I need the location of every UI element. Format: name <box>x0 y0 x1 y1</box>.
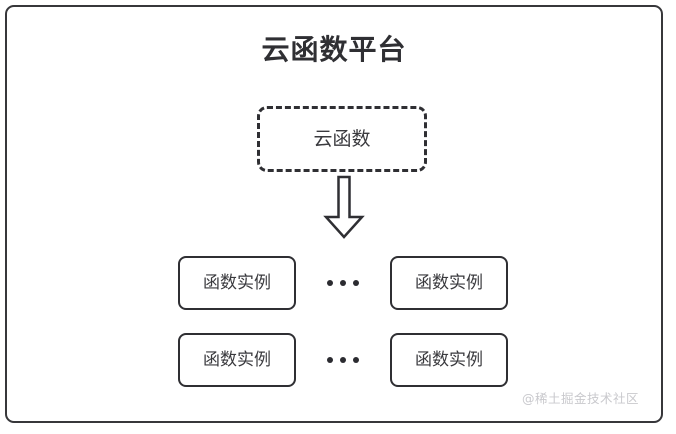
function-instance-label: 函数实例 <box>203 272 271 293</box>
page-title: 云函数平台 <box>261 33 407 66</box>
function-instance-label: 函数实例 <box>203 349 271 370</box>
ellipsis-dot <box>353 357 359 363</box>
ellipsis-icon: ••• <box>327 256 359 310</box>
instance-row: 函数实例 ••• 函数实例 <box>178 333 508 387</box>
cloud-function-label: 云函数 <box>313 127 371 150</box>
ellipsis-dot <box>340 280 346 286</box>
ellipsis-icon: ••• <box>327 333 359 387</box>
cloud-function-node[interactable]: 云函数 <box>257 106 427 172</box>
function-instance-label: 函数实例 <box>415 272 483 293</box>
down-arrow-icon <box>322 175 366 241</box>
cloud-function-platform-container: 云函数平台 云函数 函数实例 ••• 函数实例 <box>5 5 663 423</box>
ellipsis-dot <box>340 357 346 363</box>
watermark: @稀土掘金技术社区 <box>521 391 639 406</box>
function-instance-box[interactable]: 函数实例 <box>390 256 508 310</box>
function-instance-box[interactable]: 函数实例 <box>390 333 508 387</box>
function-instance-label: 函数实例 <box>415 349 483 370</box>
function-instance-box[interactable]: 函数实例 <box>178 256 296 310</box>
ellipsis-dot <box>327 280 333 286</box>
instance-row: 函数实例 ••• 函数实例 <box>178 256 508 310</box>
function-instance-box[interactable]: 函数实例 <box>178 333 296 387</box>
ellipsis-dot <box>353 280 359 286</box>
ellipsis-dot <box>327 357 333 363</box>
